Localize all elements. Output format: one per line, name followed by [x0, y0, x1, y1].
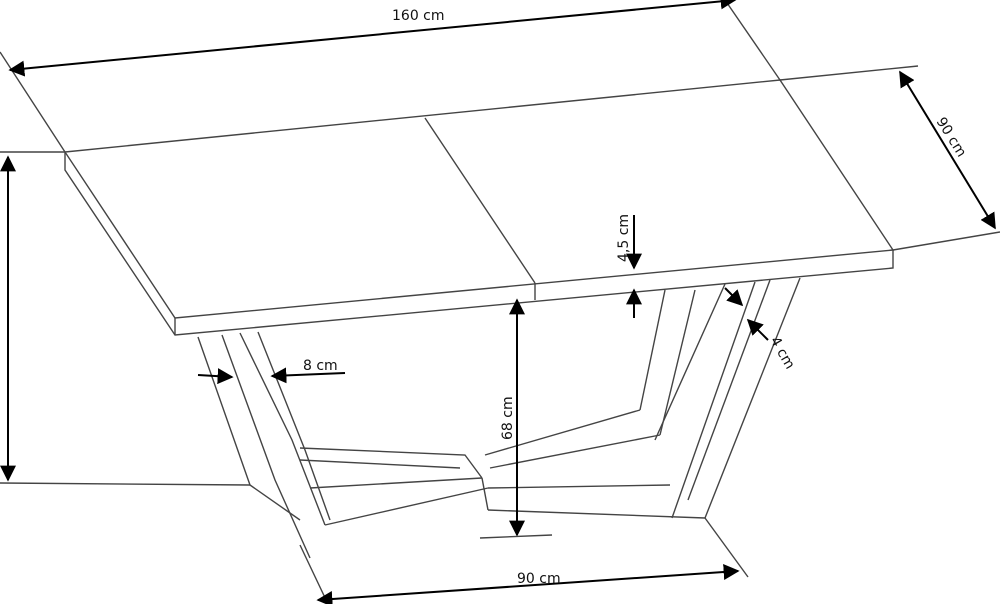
table-top — [63, 79, 895, 336]
height-label: 68 cm — [500, 396, 516, 440]
width-label: 90 cm — [933, 115, 970, 160]
dimension-width: 90 cm — [779, 65, 1000, 251]
base-width-label: 90 cm — [517, 571, 561, 587]
dimension-top-thickness: 4,5 cm — [616, 214, 642, 318]
dimension-height: 68 cm — [479, 298, 553, 539]
dimension-length: 160 cm — [0, 0, 781, 153]
dimension-leg-thickness: 4 cm — [724, 287, 798, 372]
dimension-leg-width: 8 cm — [197, 358, 346, 385]
dimension-base-width: 90 cm — [299, 517, 749, 604]
leg-width-label: 8 cm — [303, 358, 338, 374]
leg-thickness-label: 4 cm — [767, 334, 798, 372]
top-thickness-label: 4,5 cm — [616, 214, 632, 262]
dimension-overall-height — [0, 151, 65, 482]
table-base — [0, 277, 801, 559]
length-label: 160 cm — [392, 8, 445, 24]
